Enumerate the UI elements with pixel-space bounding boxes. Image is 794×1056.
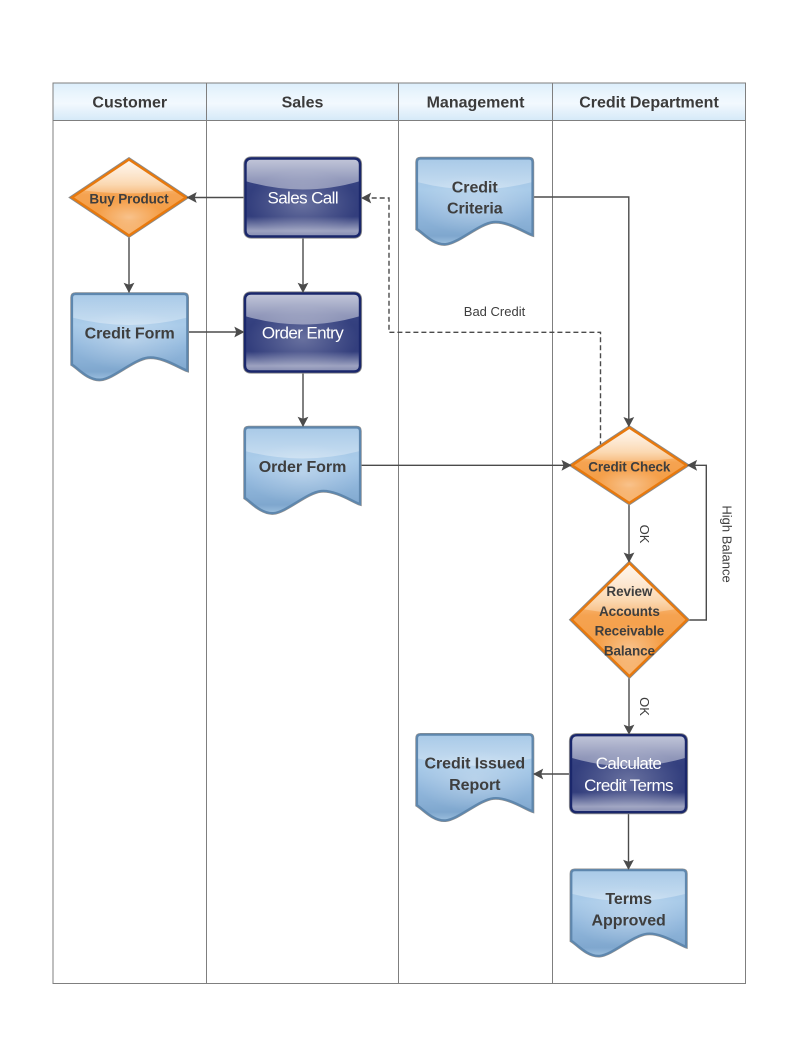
svg-text:Credit Form: Credit Form bbox=[85, 326, 175, 343]
svg-text:Credit Department: Credit Department bbox=[579, 95, 719, 112]
svg-text:Report: Report bbox=[449, 777, 501, 794]
svg-text:Sales: Sales bbox=[282, 95, 324, 112]
svg-text:Buy Product: Buy Product bbox=[89, 192, 169, 207]
svg-text:Management: Management bbox=[427, 95, 525, 112]
svg-text:Credit: Credit bbox=[452, 179, 499, 196]
svg-text:High Balance: High Balance bbox=[720, 505, 735, 582]
svg-text:Calculate: Calculate bbox=[596, 754, 662, 773]
svg-text:Receivable: Receivable bbox=[595, 624, 665, 639]
svg-text:Balance: Balance bbox=[604, 643, 656, 658]
svg-text:Customer: Customer bbox=[92, 95, 167, 112]
svg-text:Credit Check: Credit Check bbox=[588, 459, 671, 474]
svg-text:Bad Credit: Bad Credit bbox=[464, 304, 526, 319]
svg-text:Credit Terms: Credit Terms bbox=[584, 776, 673, 795]
svg-text:Terms: Terms bbox=[605, 891, 652, 908]
svg-text:Criteria: Criteria bbox=[447, 201, 503, 218]
svg-text:OK: OK bbox=[637, 697, 652, 716]
svg-text:Review: Review bbox=[606, 584, 653, 599]
svg-text:OK: OK bbox=[637, 525, 652, 544]
svg-text:Order Form: Order Form bbox=[259, 459, 347, 476]
svg-text:Sales Call: Sales Call bbox=[267, 189, 338, 208]
svg-text:Accounts: Accounts bbox=[599, 604, 660, 619]
svg-text:Credit Issued: Credit Issued bbox=[424, 756, 525, 773]
svg-text:Approved: Approved bbox=[592, 912, 666, 929]
svg-text:Order Entry: Order Entry bbox=[262, 324, 344, 343]
